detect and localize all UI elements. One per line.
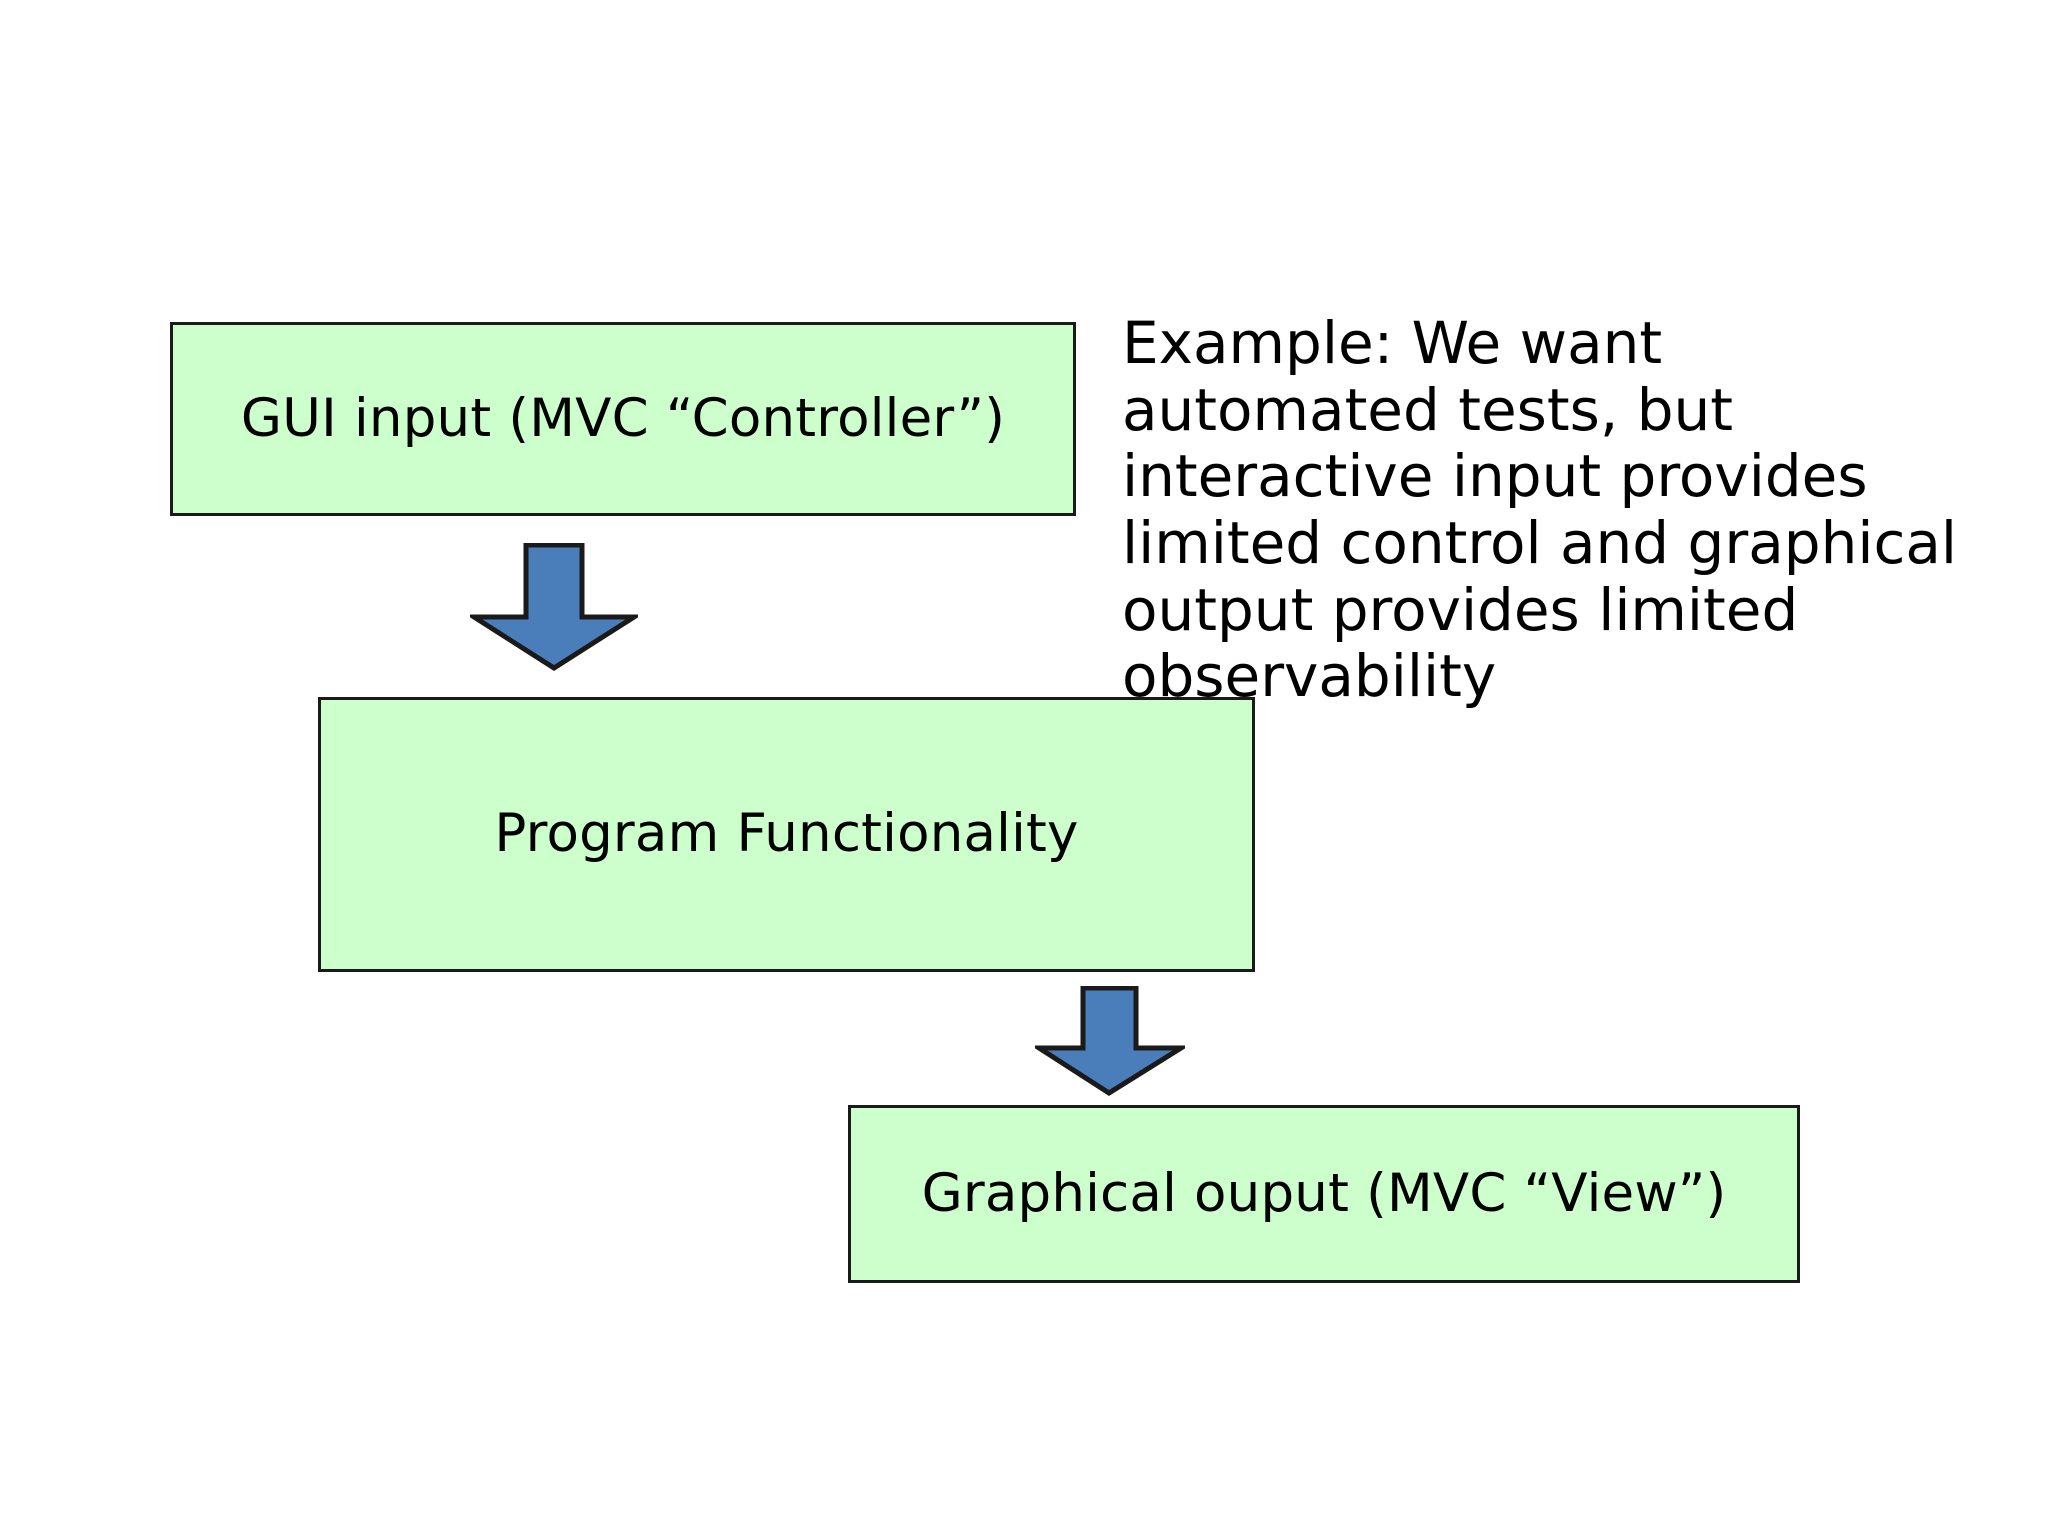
example-note-line-2: automated tests, but bbox=[1122, 375, 1734, 444]
flowchart-node-program-functionality-label: Program Functionality bbox=[494, 803, 1079, 865]
flowchart-node-graphical-output-label: Graphical ouput (MVC “View”) bbox=[921, 1162, 1727, 1224]
example-note-line-6: observability bbox=[1122, 642, 1497, 711]
flowchart-node-gui-input-label: GUI input (MVC “Controller”) bbox=[240, 387, 1006, 449]
example-note-line-1: Example: We want bbox=[1122, 309, 1663, 377]
down-arrow-icon-input-to-functionality bbox=[470, 543, 638, 671]
example-note-block: Example: We want automated tests, but in… bbox=[1122, 309, 1957, 711]
flowchart-node-graphical-output[interactable]: Graphical ouput (MVC “View”) bbox=[848, 1105, 1800, 1283]
example-note-line-3: interactive input provides bbox=[1122, 442, 1868, 511]
down-arrow-icon-functionality-to-output bbox=[1035, 986, 1185, 1096]
example-note-line-4: limited control and graphical bbox=[1122, 509, 1957, 578]
example-note-line-5: output provides limited bbox=[1122, 575, 1799, 644]
flowchart-node-program-functionality[interactable]: Program Functionality bbox=[318, 697, 1255, 972]
flowchart-node-gui-input[interactable]: GUI input (MVC “Controller”) bbox=[170, 322, 1076, 516]
